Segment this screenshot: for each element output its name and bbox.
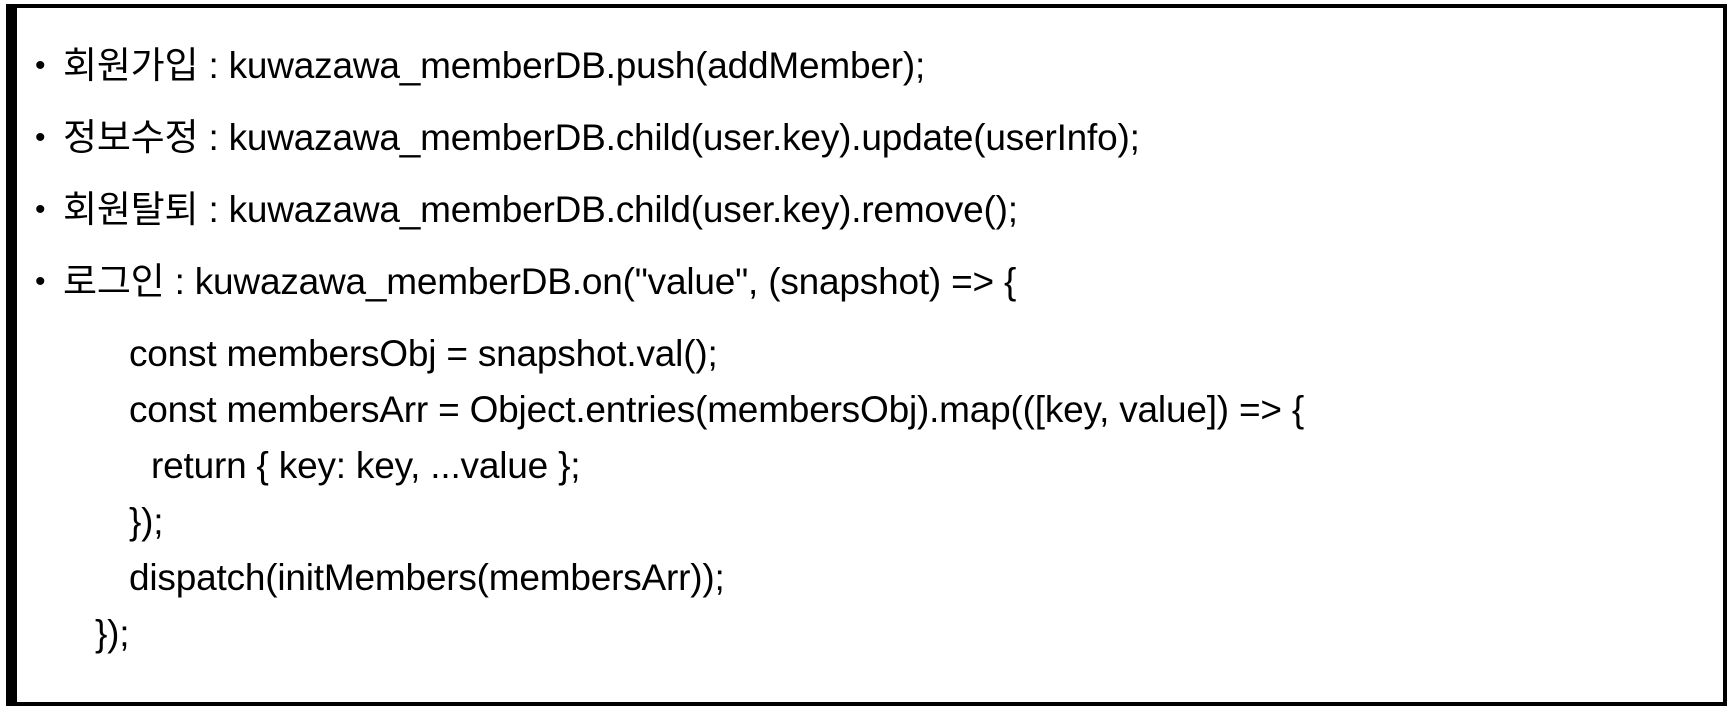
code-line: });: [129, 501, 164, 542]
bullet-text-signup: 회원가입 : kuwazawa_memberDB.push(addMember)…: [63, 45, 926, 86]
list-item: • 회원가입 : kuwazawa_memberDB.push(addMembe…: [17, 38, 1723, 94]
slide-content-body: • 회원가입 : kuwazawa_memberDB.push(addMembe…: [17, 8, 1723, 702]
bullet-text-update-info: 정보수정 : kuwazawa_memberDB.child(user.key)…: [63, 117, 1140, 158]
code-line: const membersObj = snapshot.val();: [129, 333, 718, 374]
code-line: return { key: key, ...value };: [151, 445, 581, 486]
code-line: });: [95, 613, 130, 654]
code-line: const membersArr = Object.entries(member…: [129, 389, 1305, 430]
bullet-point-icon: •: [35, 193, 46, 226]
bullet-text-login: 로그인 : kuwazawa_memberDB.on("value", (sna…: [63, 261, 1017, 302]
code-line: dispatch(initMembers(membersArr));: [129, 557, 725, 598]
code-block: const membersObj = snapshot.val(); const…: [17, 326, 1723, 662]
list-item: • 로그인 : kuwazawa_memberDB.on("value", (s…: [17, 254, 1723, 310]
slide-frame: • 회원가입 : kuwazawa_memberDB.push(addMembe…: [6, 4, 1727, 706]
bullet-point-icon: •: [35, 265, 46, 298]
bullet-point-icon: •: [35, 49, 46, 82]
bullet-text-withdraw: 회원탈퇴 : kuwazawa_memberDB.child(user.key)…: [63, 189, 1018, 230]
list-item: • 회원탈퇴 : kuwazawa_memberDB.child(user.ke…: [17, 182, 1723, 238]
bullet-point-icon: •: [35, 121, 46, 154]
list-item: • 정보수정 : kuwazawa_memberDB.child(user.ke…: [17, 110, 1723, 166]
